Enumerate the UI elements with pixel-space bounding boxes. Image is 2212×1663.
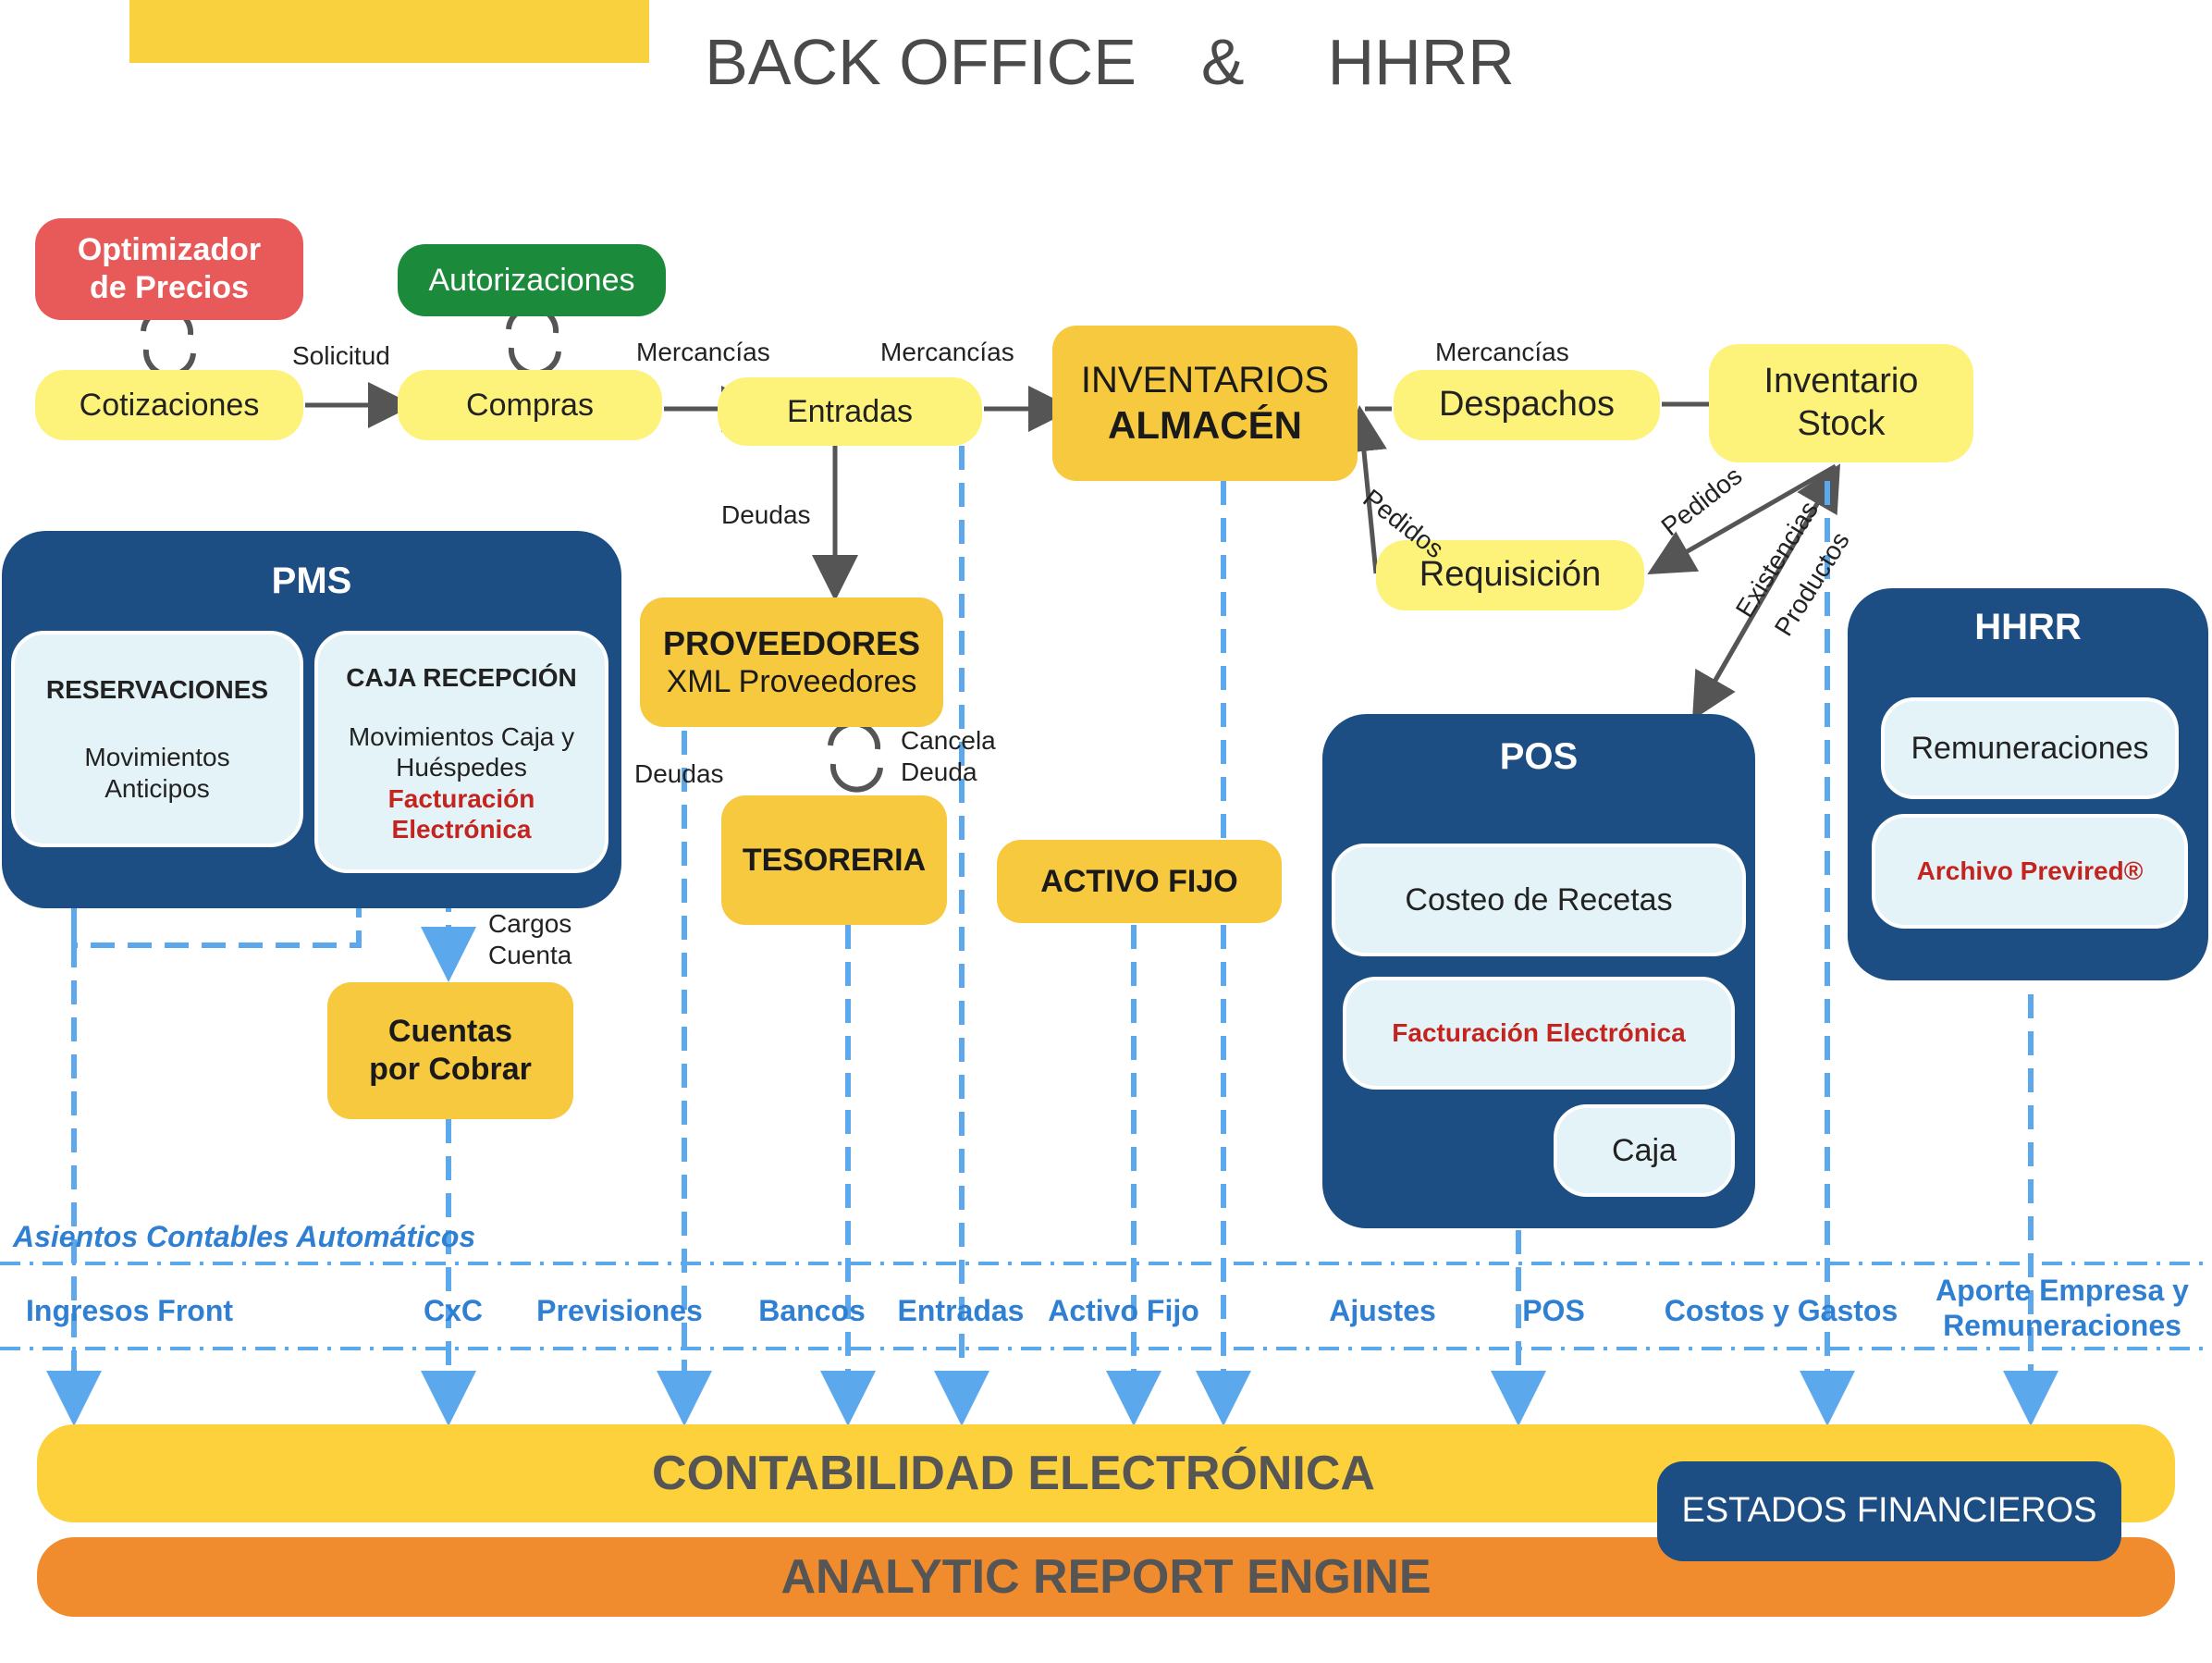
caja-recepcion-card: CAJA RECEPCIÓN Movimientos Caja y Huéspe… xyxy=(314,631,608,873)
label-mercancias-1: Mercancías xyxy=(636,338,770,366)
label-deudas-1: Deudas xyxy=(721,500,811,529)
label-cargos-cuenta: Cargos Cuenta xyxy=(488,909,572,969)
top-accent-bar xyxy=(129,0,649,63)
entradas-node: Entradas xyxy=(718,377,982,446)
proveedores-title: PROVEEDORES xyxy=(662,624,921,662)
caja-text: Movimientos Caja y Huéspedes xyxy=(348,721,575,782)
category-label: Entradas xyxy=(897,1294,1025,1327)
reservaciones-title: RESERVACIONES xyxy=(45,674,269,704)
title-left: BACK OFFICE xyxy=(705,26,1137,98)
inventarios-label: INVENTARIOS xyxy=(1080,359,1330,400)
costeo-recetas-card: Costeo de Recetas xyxy=(1332,844,1746,956)
asientos-label: Asientos Contables Automáticos xyxy=(13,1220,476,1253)
title-amp: & xyxy=(1200,26,1245,98)
cuentas-por-cobrar-node: Cuentas por Cobrar xyxy=(327,982,573,1119)
hhrr-title: HHRR xyxy=(1974,607,2082,647)
category-label: Bancos xyxy=(758,1294,866,1327)
refresh-icon-autorizaciones xyxy=(506,304,561,376)
category-label: POS xyxy=(1522,1294,1585,1327)
label-solicitud: Solicitud xyxy=(292,341,390,370)
category-label: Costos y Gastos xyxy=(1664,1294,1899,1327)
activo-fijo-node: ACTIVO FIJO xyxy=(997,840,1282,923)
requisicion-node: Requisición xyxy=(1376,540,1644,610)
page-title: BACK OFFICE & HHRR xyxy=(647,20,1572,104)
pos-facturacion-card: Facturación Electrónica xyxy=(1343,977,1735,1090)
almacen-label: ALMACÉN xyxy=(1108,402,1302,447)
reservaciones-text: Movimientos Anticipos xyxy=(84,743,230,803)
cotizaciones-node: Cotizaciones xyxy=(35,370,303,440)
inventarios-almacen-node: INVENTARIOS ALMACÉN xyxy=(1052,326,1358,481)
category-label: Ajustes xyxy=(1329,1294,1436,1327)
autorizaciones-box: Autorizaciones xyxy=(398,244,666,316)
category-label: Activo Fijo xyxy=(1048,1294,1199,1327)
title-right: HHRR xyxy=(1327,26,1515,98)
optimizador-box: Optimizador de Precios xyxy=(35,218,303,320)
pos-caja-card: Caja xyxy=(1554,1104,1735,1197)
despachos-node: Despachos xyxy=(1394,370,1660,440)
reservaciones-card: RESERVACIONES Movimientos Anticipos xyxy=(11,631,303,847)
label-deudas-2: Deudas xyxy=(634,759,724,788)
proveedores-sub: XML Proveedores xyxy=(666,664,917,700)
pos-title: POS xyxy=(1499,736,1579,777)
label-mercancias-2: Mercancías xyxy=(880,338,1014,366)
label-mercancias-3: Mercancías xyxy=(1435,338,1569,366)
category-label: CxC xyxy=(423,1294,483,1327)
remuneraciones-card: Remuneraciones xyxy=(1881,697,2179,799)
arrow-stock-pos xyxy=(1692,470,1838,721)
tesoreria-node: TESORERIA xyxy=(721,795,947,925)
arrow-requisicion-inventarios xyxy=(1341,405,1387,574)
refresh-icon-tesoreria xyxy=(828,721,883,793)
proveedores-node: PROVEEDORES XML Proveedores xyxy=(640,597,943,727)
label-cancela-deuda: Cancela Deuda xyxy=(901,726,996,786)
category-label: Ingresos Front xyxy=(26,1294,234,1327)
caja-facturacion: Facturación Electrónica xyxy=(387,783,535,844)
category-label: Aporte Empresa y Remuneraciones xyxy=(1936,1274,2189,1343)
compras-node: Compras xyxy=(398,370,662,440)
estados-financieros-box: ESTADOS FINANCIEROS xyxy=(1657,1461,2121,1561)
caja-title: CAJA RECEPCIÓN xyxy=(346,663,577,692)
previred-card: Archivo Previred® xyxy=(1872,814,2188,929)
pms-title: PMS xyxy=(271,560,352,601)
inventario-stock-node: Inventario Stock xyxy=(1709,344,1973,462)
category-label: Previsiones xyxy=(536,1294,703,1327)
